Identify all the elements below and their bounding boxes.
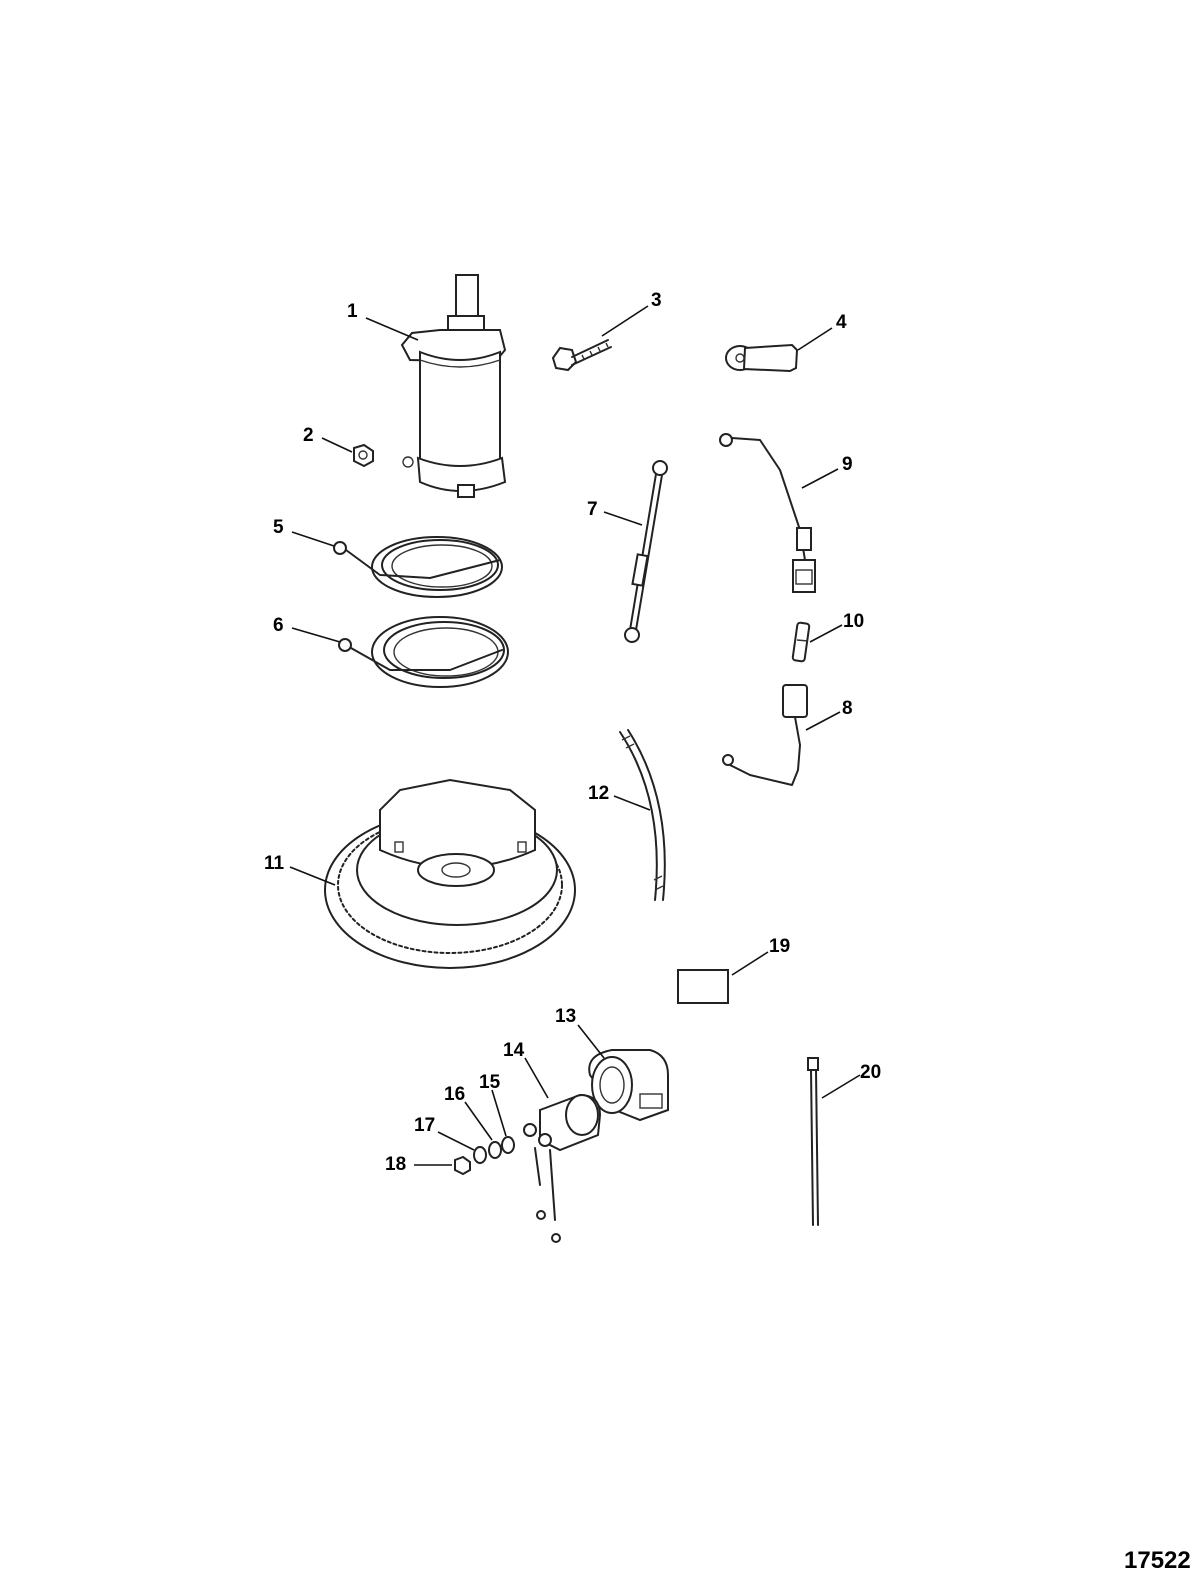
callout-18: 18 [385,1154,406,1175]
short-cable-part[interactable] [624,460,668,643]
callout-5: 5 [273,517,284,538]
washer-part-17[interactable] [473,1146,487,1164]
sleeve-part[interactable] [619,729,666,901]
solenoid-part[interactable] [523,1093,602,1243]
nut-part-18[interactable] [454,1155,471,1176]
cable-tie-part[interactable] [807,1057,819,1226]
battery-cable-part-2[interactable] [338,616,509,688]
nut-part[interactable] [353,443,374,468]
solenoid-boot-part[interactable] [588,1049,669,1122]
callout-15: 15 [479,1072,501,1093]
callout-10: 10 [843,611,864,632]
callout-13: 13 [555,1006,576,1027]
battery-cable-part[interactable] [333,536,503,598]
callout-20: 20 [860,1062,881,1083]
callout-19: 19 [769,936,790,957]
callout-7: 7 [587,499,598,520]
callout-16: 16 [444,1084,465,1105]
figure-number: 17522 [1124,1547,1191,1574]
flywheel-part[interactable] [324,778,576,969]
fuse-holder-lead-part[interactable] [722,684,808,786]
callout-4: 4 [836,312,847,333]
washer-part-15[interactable] [501,1136,515,1154]
terminal-boot-part[interactable] [725,343,799,373]
callout-labels: 1 2 3 4 5 6 7 8 9 10 11 12 13 14 15 16 1… [264,290,881,1175]
callout-3: 3 [651,290,662,311]
callout-8: 8 [842,698,853,719]
leader-lines [289,305,861,1166]
callout-2: 2 [303,425,314,446]
starter-motor-part[interactable] [400,274,507,498]
callout-1: 1 [347,301,358,322]
callout-9: 9 [842,454,853,475]
callout-17: 17 [414,1115,435,1136]
callout-12: 12 [588,783,609,804]
callout-11: 11 [264,853,285,874]
lockwasher-part-16[interactable] [488,1141,502,1159]
callout-14: 14 [503,1040,525,1061]
fuse-part[interactable] [791,621,811,663]
decal-part[interactable] [677,969,729,1004]
callout-6: 6 [273,615,284,636]
bolt-part[interactable] [551,339,612,372]
lead-connector-part[interactable] [719,433,816,593]
